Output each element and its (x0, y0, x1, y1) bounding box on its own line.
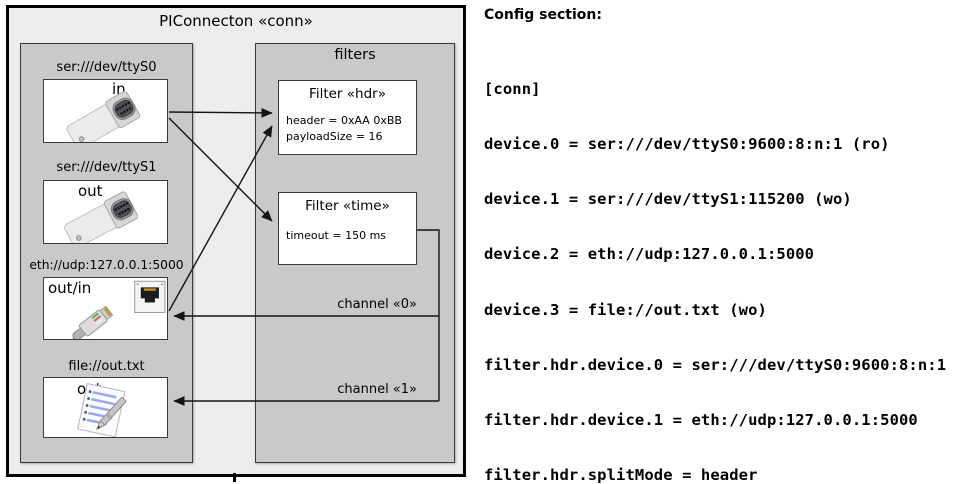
filter-hdr-title: Filter «hdr» (309, 86, 386, 102)
config-line: filter.hdr.splitMode = header (484, 466, 758, 484)
device-mode-label: out/in (48, 279, 92, 297)
pencil-icon (96, 396, 127, 431)
serial-connector-icon (61, 190, 140, 243)
config-line: filter.hdr.device.0 = ser:///dev/ttyS0:9… (484, 355, 947, 374)
filter-time-title: Filter «time» (305, 198, 390, 214)
device-mode-label: out (78, 182, 103, 200)
filter-time-prop-timeout: timeout = 150 ms (286, 229, 387, 242)
device-box-ttys1: out (43, 180, 168, 244)
config-line: filter.hdr.device.1 = eth://udp:127.0.0.… (484, 411, 918, 430)
device-box-file: out (43, 377, 168, 438)
frame-bottom-tick (233, 473, 236, 482)
device-uri-label-ttys1: ser:///dev/ttyS1 (56, 160, 157, 175)
device-box-eth: out/in (43, 277, 168, 340)
config-listing: [conn] device.0 = ser:///dev/ttyS0:9600:… (484, 43, 956, 484)
config-line: device.0 = ser:///dev/ttyS0:9600:8:n:1 (… (484, 135, 890, 154)
notepad-icon (77, 383, 127, 437)
connection-diagram-frame: PIConnecton «conn» filters ser:///dev/tt… (6, 5, 466, 477)
config-heading: Config section: (484, 7, 602, 23)
device-uri-label-file: file://out.txt (68, 359, 145, 374)
filter-hdr-prop-header: header = 0xAA 0xBB (286, 114, 402, 127)
ethernet-jack-icon (134, 280, 166, 314)
filter-hdr-box: Filter «hdr» header = 0xAA 0xBB payloadS… (278, 80, 417, 155)
device-uri-label-eth: eth://udp:127.0.0.1:5000 (29, 258, 184, 272)
device-box-ttys0: in (43, 79, 168, 143)
config-line: device.3 = file://out.txt (wo) (484, 300, 767, 319)
ethernet-plug-icon (67, 305, 114, 339)
serial-connector-icon (64, 89, 142, 142)
ethernet-connector-icon (67, 280, 166, 339)
filter-time-box: Filter «time» timeout = 150 ms (278, 192, 417, 265)
filters-panel-title: filters (334, 47, 376, 63)
device-uri-label-ttys0: ser:///dev/ttyS0 (56, 60, 157, 75)
channel-1-label: channel «1» (337, 382, 417, 397)
config-line: device.1 = ser:///dev/ttyS1:115200 (wo) (484, 190, 852, 209)
config-line: device.2 = eth://udp:127.0.0.1:5000 (484, 245, 815, 264)
filter-hdr-prop-payloadsize: payloadSize = 16 (286, 129, 383, 143)
config-section: Config section: [conn] device.0 = ser://… (484, 7, 956, 484)
diagram-title: PIConnecton «conn» (159, 12, 313, 30)
channel-0-label: channel «0» (337, 297, 417, 312)
config-line: [conn] (484, 79, 541, 98)
